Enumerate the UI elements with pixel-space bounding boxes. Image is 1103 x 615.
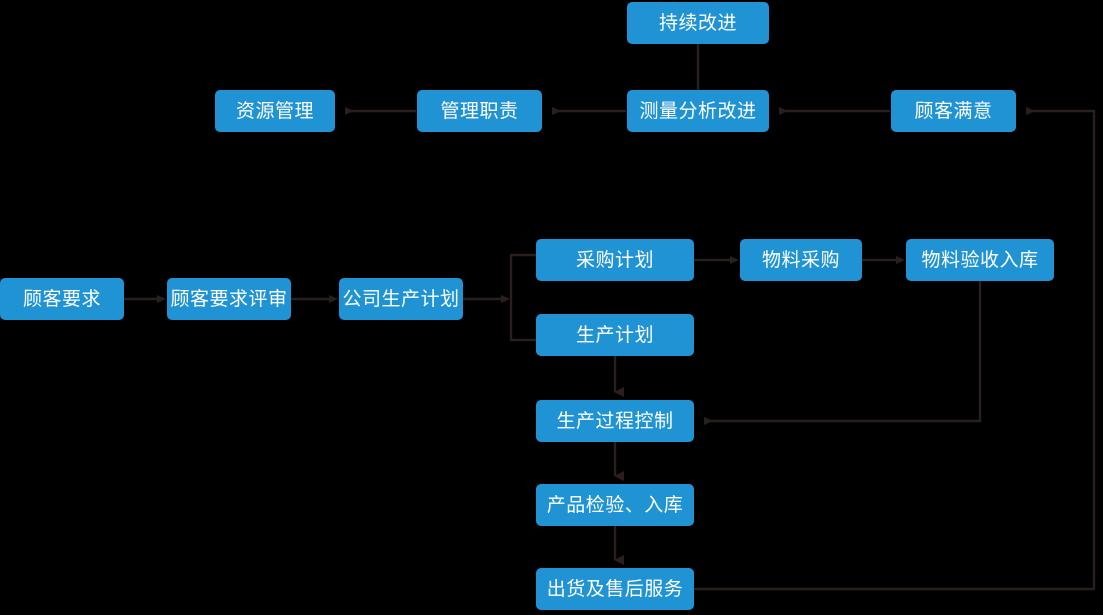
node-label: 物料采购 — [761, 248, 840, 271]
node-customer-requirements[interactable]: 顾客要求 — [0, 278, 124, 320]
node-continuous-improvement[interactable]: 持续改进 — [627, 2, 769, 44]
edge-shipping-to-satisfaction — [694, 107, 1096, 591]
node-label: 管理职责 — [440, 99, 519, 122]
node-product-inspection-warehousing[interactable]: 产品检验、入库 — [536, 484, 694, 526]
node-label: 公司生产计划 — [342, 287, 460, 310]
node-label: 生产计划 — [575, 323, 654, 346]
edge-material-inspection-to-process-control — [704, 281, 982, 425]
node-production-plan[interactable]: 生产计划 — [536, 314, 694, 356]
node-resource-management[interactable]: 资源管理 — [215, 90, 335, 132]
node-measurement-analysis-improvement[interactable]: 测量分析改进 — [627, 90, 769, 132]
node-label: 顾客要求评审 — [170, 287, 288, 310]
node-shipping-after-sales-service[interactable]: 出货及售后服务 — [536, 568, 694, 610]
node-label: 顾客满意 — [914, 99, 993, 122]
node-management-responsibility[interactable]: 管理职责 — [417, 90, 542, 132]
node-label: 产品检验、入库 — [546, 493, 684, 516]
node-label: 物料验收入库 — [921, 248, 1039, 271]
node-procurement-plan[interactable]: 采购计划 — [536, 239, 694, 281]
node-production-process-control[interactable]: 生产过程控制 — [536, 400, 694, 442]
node-label: 生产过程控制 — [556, 409, 674, 432]
node-label: 持续改进 — [658, 11, 737, 34]
node-material-procurement[interactable]: 物料采购 — [740, 239, 862, 281]
node-label: 出货及售后服务 — [546, 577, 684, 600]
node-material-inspection-warehousing[interactable]: 物料验收入库 — [906, 239, 1054, 281]
split-bracket — [509, 253, 536, 342]
node-label: 采购计划 — [575, 248, 654, 271]
node-label: 测量分析改进 — [639, 99, 757, 122]
node-customer-requirements-review[interactable]: 顾客要求评审 — [167, 278, 291, 320]
node-label: 资源管理 — [235, 99, 314, 122]
node-customer-satisfaction[interactable]: 顾客满意 — [891, 90, 1016, 132]
node-company-production-plan[interactable]: 公司生产计划 — [339, 278, 463, 320]
node-label: 顾客要求 — [22, 287, 101, 310]
